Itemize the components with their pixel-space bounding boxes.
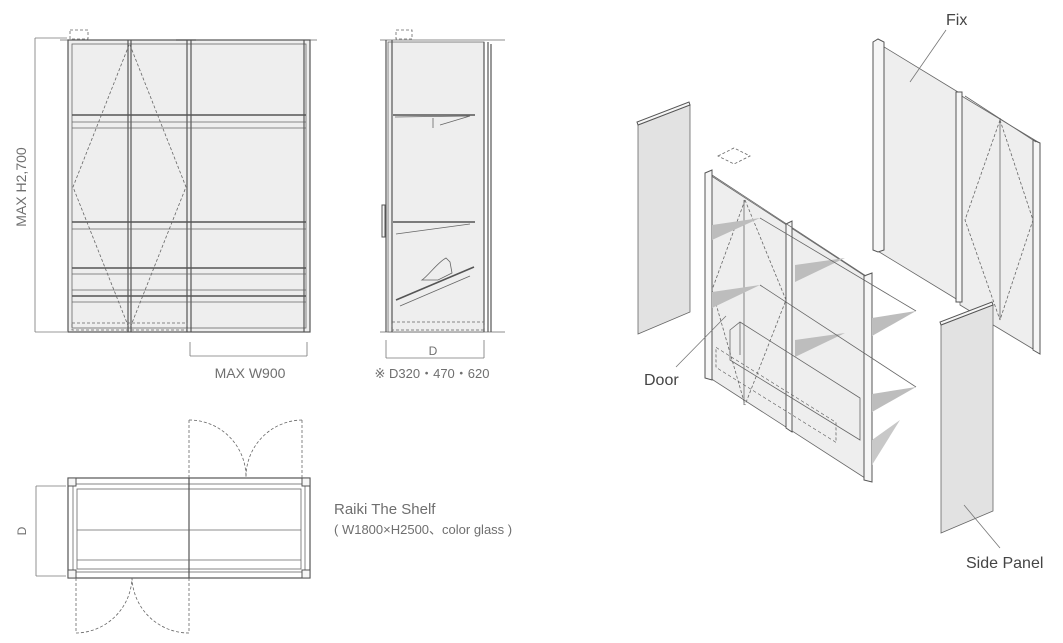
- depth-options-note: ※ D320・470・620: [375, 366, 490, 381]
- product-name: Raiki The Shelf: [334, 501, 436, 518]
- fix-label: Fix: [946, 12, 967, 29]
- width-dimension-label: MAX W900: [215, 365, 286, 381]
- door-label: Door: [644, 372, 679, 389]
- plan-depth-label: D: [15, 526, 29, 535]
- exploded-view: Fix Door Side Panel: [636, 12, 1043, 572]
- height-dimension-label: MAX H2,700: [13, 147, 29, 227]
- product-spec: ( W1800×H2500、color glass ): [334, 522, 512, 537]
- front-elevation: MAX H2,700 MAX W900: [13, 29, 317, 381]
- side-elevation: D ※ D320・470・620: [375, 29, 505, 381]
- depth-dimension-label: D: [429, 344, 438, 358]
- side-panel-label: Side Panel: [966, 555, 1043, 572]
- plan-view: D Raiki The Shelf ( W1800×H2500、color gl…: [15, 419, 512, 634]
